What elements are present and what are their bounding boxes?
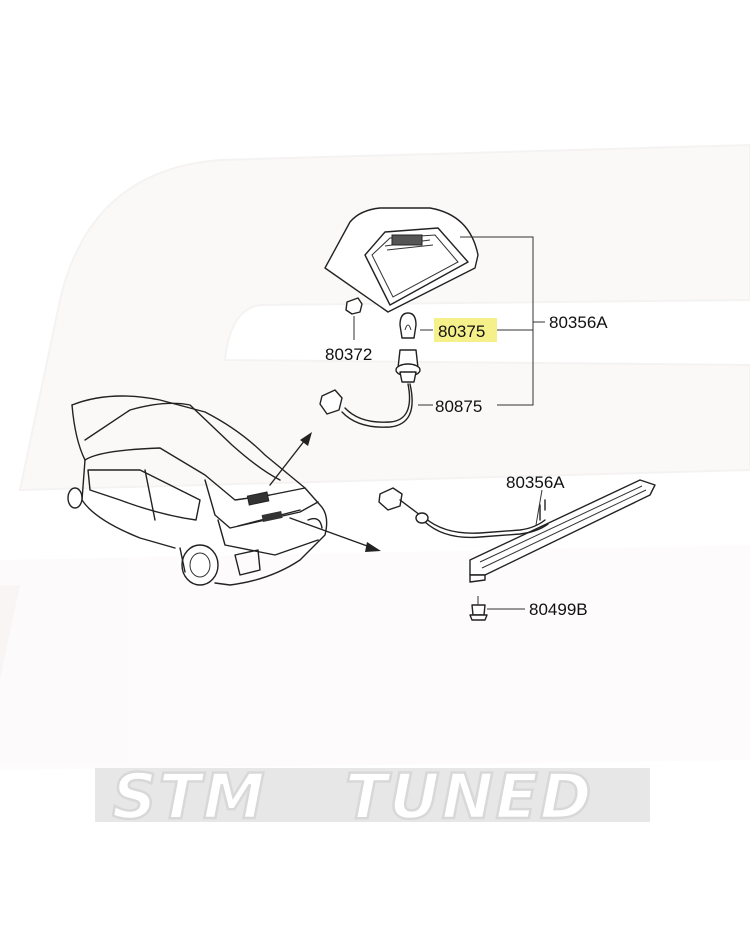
brake-light-cover	[324, 207, 479, 313]
callout-80875: 80875	[435, 397, 482, 416]
highlight-box	[434, 318, 497, 342]
socket-part	[395, 349, 421, 383]
background-swoosh	[0, 143, 750, 770]
callout-80375: 80375	[438, 322, 485, 341]
callout-80499B: 80499B	[529, 600, 588, 619]
callout-80372: 80372	[325, 345, 372, 364]
bracket-leader	[418, 236, 545, 406]
watermark-logo: STM TUNED	[95, 759, 650, 834]
grommet-part	[345, 297, 363, 340]
lower-leaders	[535, 489, 543, 526]
lower-harness	[378, 487, 549, 539]
harness-part	[319, 383, 413, 428]
screw-part	[469, 596, 525, 621]
watermark-right: TUNED	[345, 760, 593, 833]
brake-light-unit	[469, 479, 656, 583]
callout-80356A-top: 80356A	[549, 313, 608, 332]
bulb-part	[399, 312, 417, 339]
car-illustration	[67, 395, 328, 586]
pointer-arrows	[269, 432, 381, 552]
watermark-left: STM	[112, 760, 267, 833]
callout-80356A-bottom: 80356A	[506, 473, 565, 492]
